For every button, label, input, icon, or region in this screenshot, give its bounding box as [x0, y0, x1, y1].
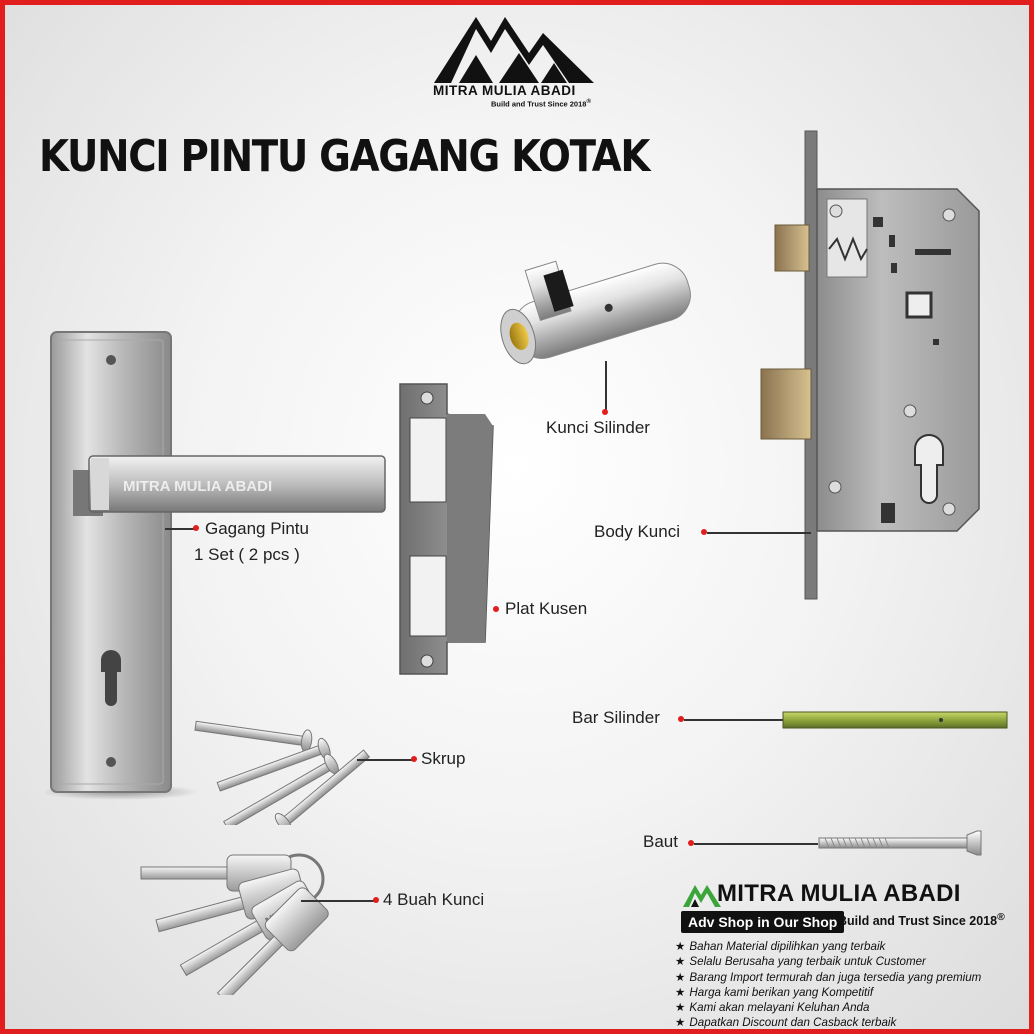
- baut-leader: [694, 843, 818, 845]
- shop-badge: Adv Shop in Our Shop: [681, 911, 845, 933]
- footer-brand-logo-icon: [683, 885, 721, 907]
- star-icon: ★: [675, 985, 686, 999]
- label-gagang-pintu-set: 1 Set ( 2 pcs ): [194, 545, 300, 564]
- feature-item: ★Bahan Material dipilihkan yang terbaik: [675, 940, 886, 953]
- feature-list: ★Bahan Material dipilihkan yang terbaik …: [675, 939, 982, 1030]
- keys-image: NEGO: [140, 853, 329, 995]
- label-body-kunci: Body Kunci: [594, 522, 680, 541]
- feature-item: ★Harga kami berikan yang Kompetitif: [675, 985, 874, 999]
- star-icon: ★: [675, 955, 686, 969]
- label-buah-kunci: 4 Buah Kunci: [383, 890, 485, 909]
- feature-item: ★Kami akan melayani Keluhan Anda: [675, 1001, 870, 1015]
- footer-brand-name: MITRA MULIA ABADI: [717, 880, 961, 907]
- strike-plate-image: [399, 383, 494, 675]
- footer-brand-tagline: Build and Trust Since 2018®: [838, 912, 1005, 929]
- skrup-dot: [411, 756, 417, 762]
- bar-silinder-leader: [684, 719, 784, 721]
- label-baut: Baut: [643, 832, 678, 851]
- star-icon: ★: [675, 1016, 686, 1030]
- top-brand-name: MITRA MULIA ABADI: [433, 83, 576, 98]
- label-skrup: Skrup: [421, 749, 466, 768]
- lock-body-image: [760, 130, 980, 600]
- top-brand-tagline: Build and Trust Since 2018®: [491, 98, 592, 109]
- skrup-leader: [357, 759, 413, 761]
- feature-item: ★Barang Import termurah dan juga tersedi…: [675, 970, 982, 984]
- star-icon: ★: [675, 970, 686, 984]
- label-gagang-pintu: Gagang Pintu: [205, 519, 309, 538]
- plat-kusen-dot: [493, 606, 499, 612]
- label-kunci-silinder: Kunci Silinder: [546, 418, 650, 437]
- feature-item: ★Selalu Berusaha yang terbaik untuk Cust…: [675, 955, 926, 969]
- star-icon: ★: [675, 1001, 686, 1015]
- door-handle-image: MITRA MULIA ABADI: [45, 331, 386, 800]
- spindle-bar-image: [782, 711, 1008, 729]
- buah-kunci-leader: [301, 900, 375, 902]
- buah-kunci-dot: [373, 897, 379, 903]
- kunci-silinder-leader: [605, 361, 607, 411]
- handle-engraving: MITRA MULIA ABADI: [123, 478, 272, 495]
- brand-logo-mark-icon: [434, 17, 594, 83]
- gagang-pintu-dot: [193, 525, 199, 531]
- label-plat-kusen: Plat Kusen: [505, 599, 588, 618]
- body-kunci-leader: [707, 532, 811, 534]
- body-kunci-dot: [701, 529, 707, 535]
- screws-image: [194, 720, 371, 825]
- bar-silinder-dot: [678, 716, 684, 722]
- bolt-image: [818, 830, 982, 856]
- kunci-silinder-dot: [602, 409, 608, 415]
- baut-dot: [688, 840, 694, 846]
- feature-item: ★Dapatkan Discount dan Casback terbaik: [675, 1016, 897, 1030]
- gagang-pintu-leader: [165, 528, 195, 530]
- star-icon: ★: [675, 940, 686, 953]
- lock-cylinder-image: [500, 260, 691, 365]
- page-title: KUNCI PINTU GAGANG KOTAK: [39, 131, 650, 182]
- label-bar-silinder: Bar Silinder: [572, 708, 660, 727]
